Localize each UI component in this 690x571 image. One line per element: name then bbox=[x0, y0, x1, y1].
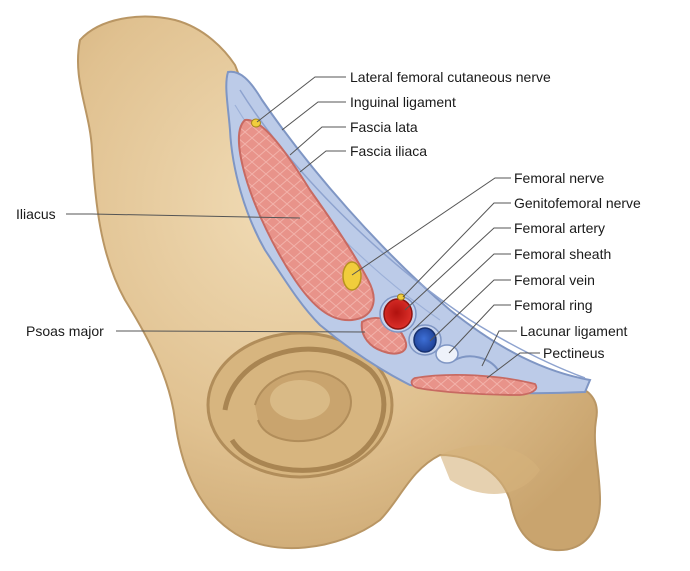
label-genitofemoral-nerve: Genitofemoral nerve bbox=[514, 195, 641, 211]
lacunar-ligament bbox=[454, 355, 499, 371]
leader-lines bbox=[66, 76, 540, 379]
label-femoral-ring: Femoral ring bbox=[514, 297, 593, 313]
iliacus-muscle bbox=[238, 118, 375, 322]
label-psoas-major: Psoas major bbox=[26, 323, 104, 339]
femoral-artery bbox=[383, 298, 413, 330]
label-femoral-artery: Femoral artery bbox=[514, 220, 606, 236]
femoral-vein bbox=[413, 327, 437, 353]
pectineus-muscle bbox=[410, 373, 538, 396]
label-femoral-sheath: Femoral sheath bbox=[514, 246, 612, 262]
label-femoral-nerve: Femoral nerve bbox=[514, 170, 605, 186]
label-femoral-vein: Femoral vein bbox=[514, 272, 595, 288]
femoral-nerve bbox=[342, 261, 362, 291]
label-inguinal-ligament: Inguinal ligament bbox=[350, 94, 456, 110]
label-pectineus: Pectineus bbox=[543, 345, 605, 361]
femoral-ring bbox=[435, 344, 459, 364]
label-fascia-iliaca: Fascia iliaca bbox=[350, 143, 428, 159]
label-lacunar-ligament: Lacunar ligament bbox=[520, 323, 628, 339]
genitofemoral-nerve bbox=[397, 293, 405, 301]
label-lateral-femoral-cutaneous-nerve: Lateral femoral cutaneous nerve bbox=[350, 69, 551, 85]
acetabulum-rim bbox=[222, 346, 387, 473]
label-iliacus: Iliacus bbox=[16, 206, 56, 222]
label-fascia-lata: Fascia lata bbox=[350, 119, 418, 135]
